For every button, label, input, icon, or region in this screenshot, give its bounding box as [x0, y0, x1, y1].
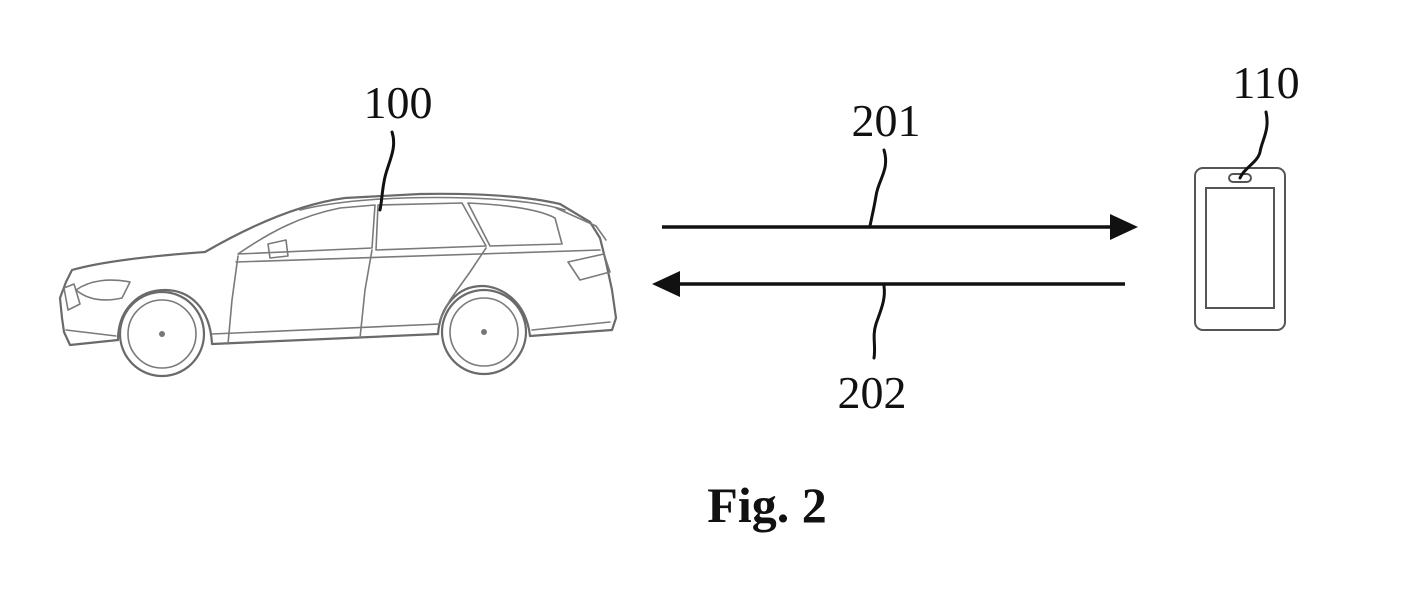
label-signal-to-vehicle: 202: [838, 367, 907, 418]
car-grille: [63, 283, 81, 311]
smartphone-icon: [1194, 167, 1286, 331]
car-mirror: [267, 239, 289, 259]
leader-vehicle: [378, 130, 396, 212]
figure-caption: Fig. 2: [707, 477, 826, 533]
car-roof-line: [299, 196, 566, 211]
car-door-lines: [359, 249, 373, 339]
leader-mobile-device: [1238, 110, 1269, 180]
arrow-signal-to-device: [662, 214, 1138, 240]
car-front-wheel: [118, 290, 206, 378]
car-taillight: [567, 253, 611, 281]
leader-signal-to-device: [868, 148, 888, 228]
label-signal-to-device: 201: [852, 95, 921, 146]
car-rear-wheel: [440, 288, 528, 376]
label-vehicle: 100: [364, 77, 433, 128]
station-wagon-car-icon: [58, 192, 618, 378]
label-mobile-device: 110: [1232, 57, 1299, 108]
car-body-outline: [58, 192, 618, 347]
car-windows: [237, 204, 376, 255]
leader-signal-to-vehicle: [872, 284, 886, 360]
arrow-signal-to-vehicle: [652, 271, 1125, 297]
car-headlight: [75, 279, 131, 301]
